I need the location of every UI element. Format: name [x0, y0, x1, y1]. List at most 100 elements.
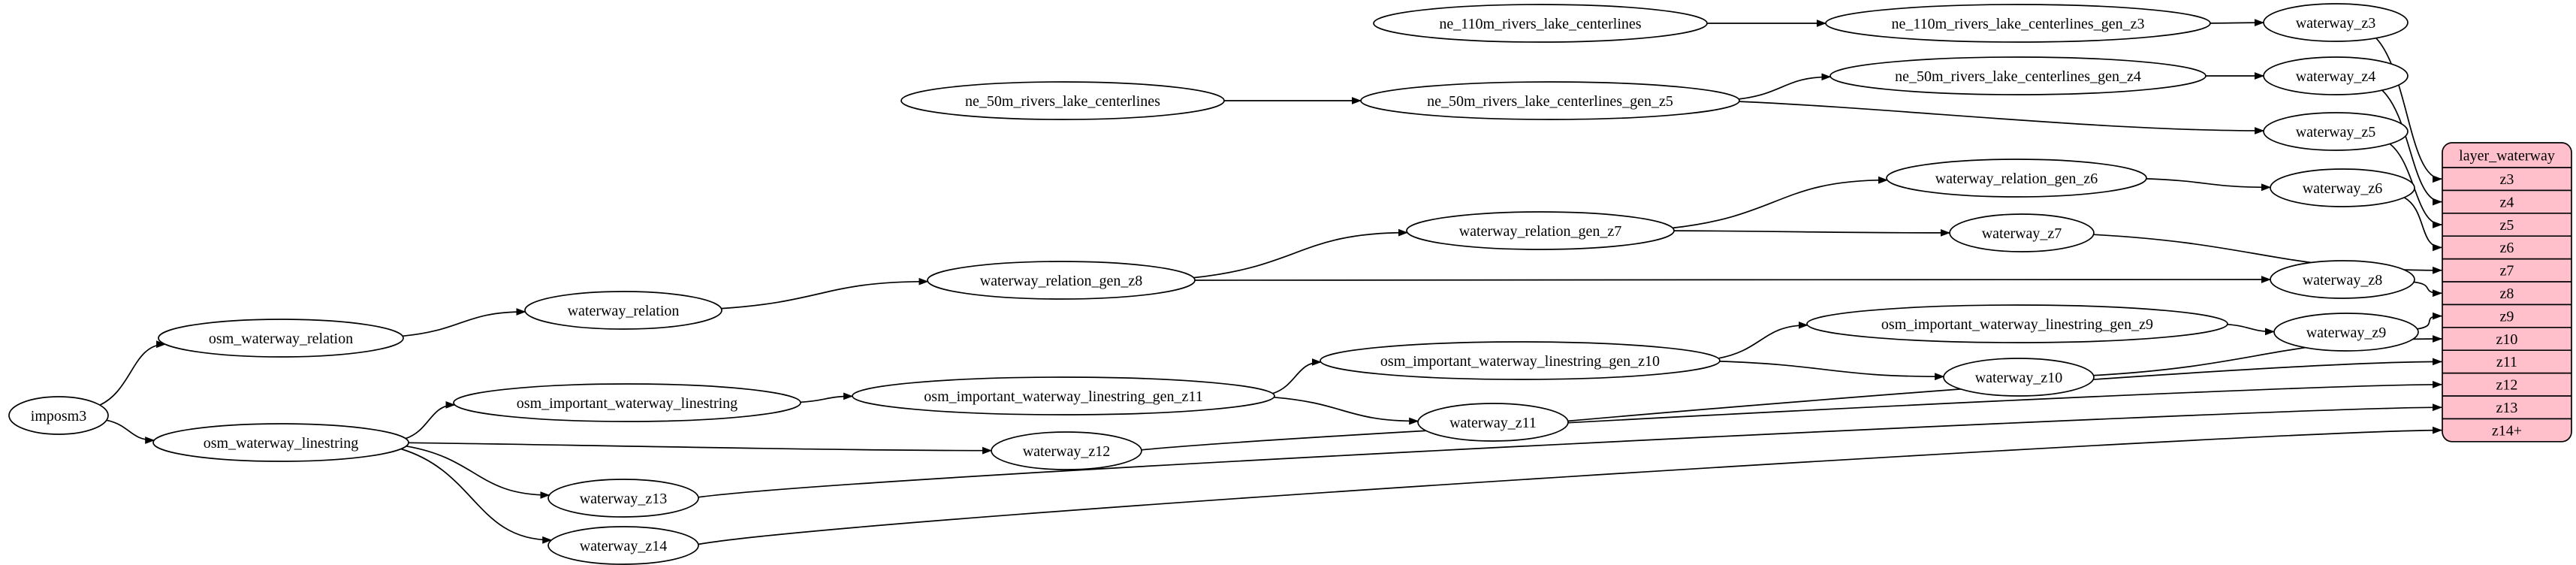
edge-waterway_z4-to-layer_waterway-z4: [2381, 89, 2442, 206]
node-ne_50m_rivers_lake_centerlines_gen_z4: ne_50m_rivers_lake_centerlines_gen_z4: [1829, 56, 2206, 95]
edge-imposm3-to-osm_waterway_linestring: [106, 419, 155, 444]
record-row-z10: z10: [2496, 331, 2518, 348]
node-label-osm_important_waterway_linestring_gen_z10: osm_important_waterway_linestring_gen_z1…: [1380, 353, 1660, 370]
record-row-label-z10: z10: [2496, 331, 2518, 348]
node-label-waterway_relation_gen_z8: waterway_relation_gen_z8: [980, 273, 1143, 289]
node-label-osm_important_waterway_linestring_gen_z11: osm_important_waterway_linestring_gen_z1…: [924, 388, 1202, 405]
record-row-z4: z4: [2500, 194, 2514, 210]
record-row-z3: z3: [2500, 171, 2514, 188]
record-row-label-z6: z6: [2500, 240, 2514, 256]
node-ellipse-ne_110m_rivers_lake_centerlines_gen_z3: [1825, 4, 2211, 43]
node-waterway_relation_gen_z8: waterway_relation_gen_z8: [927, 261, 1196, 300]
node-ellipse-osm_important_waterway_linestring_gen_z10: [1320, 341, 1721, 380]
node-label-ne_50m_rivers_lake_centerlines_gen_z4: ne_50m_rivers_lake_centerlines_gen_z4: [1895, 68, 2141, 85]
edge-osm_important_waterway_linestring_gen_z10-to-osm_important_waterway_linestring_gen_z9: [1718, 321, 1808, 359]
record-outline: [2442, 142, 2572, 443]
node-waterway_z9: waterway_z9: [2273, 313, 2419, 352]
node-label-waterway_relation: waterway_relation: [568, 303, 680, 319]
edge-osm_important_waterway_linestring_gen_z10-to-waterway_z10: [1719, 361, 1945, 381]
node-ellipse-osm_waterway_relation: [158, 319, 404, 358]
node-layer: imposm3 osm_waterway_relation osm_waterway…: [8, 3, 2419, 565]
node-ne_110m_rivers_lake_centerlines_gen_z3: ne_110m_rivers_lake_centerlines_gen_z3: [1825, 4, 2211, 43]
node-label-ne_50m_rivers_lake_centerlines_gen_z5: ne_50m_rivers_lake_centerlines_gen_z5: [1427, 93, 1673, 110]
node-ellipse-waterway_relation_gen_z6: [1886, 159, 2147, 198]
edge-waterway_z6-to-layer_waterway-z6: [2403, 197, 2442, 252]
record-row-label-z13: z13: [2496, 400, 2518, 416]
record-row-label-z3: z3: [2500, 171, 2514, 188]
node-waterway_z12: waterway_z12: [991, 431, 1142, 470]
node-ellipse-ne_110m_rivers_lake_centerlines: [1373, 4, 1708, 43]
node-ne_110m_rivers_lake_centerlines: ne_110m_rivers_lake_centerlines: [1373, 4, 1708, 43]
record-row-z11: z11: [2496, 354, 2517, 370]
node-ellipse-waterway_z8: [2270, 260, 2415, 299]
edge-osm_important_waterway_linestring_gen_z11-to-waterway_z11: [1274, 396, 1419, 425]
node-label-waterway_z14: waterway_z14: [580, 538, 668, 554]
node-osm_waterway_relation: osm_waterway_relation: [158, 319, 404, 358]
node-label-imposm3: imposm3: [31, 408, 86, 425]
edge-waterway_relation_gen_z8-to-waterway_z8: [1194, 276, 2271, 283]
edge-waterway_z9-to-layer_waterway-z9: [2417, 312, 2442, 330]
record-row-label-z5: z5: [2500, 217, 2514, 234]
edge-waterway_z14-to-layer_waterway-z14+: [698, 426, 2442, 545]
edge-waterway_relation_gen_z8-to-waterway_relation_gen_z7: [1193, 228, 1408, 279]
record-row-z6: z6: [2500, 240, 2514, 256]
node-ellipse-osm_important_waterway_linestring_gen_z11: [852, 376, 1275, 415]
node-label-ne_50m_rivers_lake_centerlines: ne_50m_rivers_lake_centerlines: [965, 93, 1160, 110]
node-waterway_z6: waterway_z6: [2270, 168, 2415, 207]
node-label-osm_waterway_relation: osm_waterway_relation: [209, 331, 353, 347]
edge-osm_waterway_relation-to-waterway_relation: [403, 308, 526, 337]
edge-waterway_z5-to-layer_waterway-z5: [2389, 143, 2442, 228]
record-layer-waterway: layer_waterwayz3z4z5z6z7z8z9z10z11z12z13…: [2442, 142, 2572, 443]
record-row-label-z4: z4: [2500, 194, 2514, 210]
edge-waterway_relation_gen_z7-to-waterway_relation_gen_z6: [1673, 176, 1888, 229]
edge-osm_waterway_linestring-to-waterway_z14: [400, 448, 553, 544]
node-label-osm_important_waterway_linestring_gen_z9: osm_important_waterway_linestring_gen_z9: [1881, 316, 2153, 333]
record-row-label-z9: z9: [2500, 308, 2514, 325]
edge-waterway_z13-to-layer_waterway-z13: [698, 403, 2442, 498]
edge-osm_important_waterway_linestring_gen_z9-to-waterway_z9: [2227, 323, 2275, 336]
record-row-label-z14+: z14+: [2492, 422, 2522, 439]
record-row-z5: z5: [2500, 217, 2514, 234]
node-ellipse-waterway_relation: [524, 291, 722, 330]
record-row-z7: z7: [2500, 263, 2514, 279]
node-ellipse-ne_50m_rivers_lake_centerlines_gen_z4: [1829, 56, 2206, 95]
edge-osm_important_waterway_linestring-to-osm_important_waterway_linestring_gen_z11: [800, 392, 853, 403]
node-waterway_z10: waterway_z10: [1943, 358, 2095, 397]
node-waterway_z3: waterway_z3: [2263, 3, 2409, 42]
edge-osm_waterway_linestring-to-osm_important_waterway_linestring: [405, 401, 456, 440]
edge-layer: [99, 19, 2442, 545]
record-row-label-z7: z7: [2500, 263, 2514, 279]
node-osm_important_waterway_linestring_gen_z9: osm_important_waterway_linestring_gen_z9: [1806, 304, 2228, 343]
node-ellipse-waterway_z5: [2263, 112, 2409, 151]
node-osm_waterway_linestring: osm_waterway_linestring: [152, 423, 409, 462]
node-ellipse-waterway_z7: [1949, 213, 2095, 252]
node-ellipse-waterway_z6: [2270, 168, 2415, 207]
node-label-waterway_relation_gen_z7: waterway_relation_gen_z7: [1459, 223, 1622, 240]
edge-waterway_relation_gen_z7-to-waterway_z7: [1673, 228, 1950, 237]
node-ellipse-waterway_z14: [547, 526, 699, 565]
node-ellipse-osm_waterway_linestring: [152, 423, 409, 462]
node-waterway_z11: waterway_z11: [1417, 403, 1569, 442]
node-label-waterway_z11: waterway_z11: [1449, 415, 1537, 431]
node-label-osm_waterway_linestring: osm_waterway_linestring: [204, 435, 359, 452]
node-ellipse-waterway_relation_gen_z8: [927, 261, 1196, 300]
node-label-waterway_z13: waterway_z13: [580, 491, 668, 507]
node-label-waterway_z6: waterway_z6: [2303, 180, 2383, 197]
node-waterway_z13: waterway_z13: [547, 479, 699, 518]
node-waterway_relation_gen_z6: waterway_relation_gen_z6: [1886, 159, 2147, 198]
node-label-waterway_z3: waterway_z3: [2296, 15, 2376, 32]
node-label-osm_important_waterway_linestring: osm_important_waterway_linestring: [517, 395, 738, 412]
record-row-z13: z13: [2496, 400, 2518, 416]
record-row-label-z8: z8: [2500, 286, 2514, 302]
node-imposm3: imposm3: [8, 396, 109, 435]
node-label-waterway_z12: waterway_z12: [1023, 443, 1111, 460]
record-row-z8: z8: [2500, 286, 2514, 302]
node-label-ne_110m_rivers_lake_centerlines: ne_110m_rivers_lake_centerlines: [1439, 16, 1641, 32]
edge-waterway_z3-to-layer_waterway-z3: [2375, 38, 2442, 183]
node-osm_important_waterway_linestring: osm_important_waterway_linestring: [453, 383, 801, 422]
node-waterway_z7: waterway_z7: [1949, 213, 2095, 252]
edge-imposm3-to-osm_waterway_relation: [99, 340, 167, 406]
edge-osm_important_waterway_linestring_gen_z11-to-osm_important_waterway_linestring_gen_z10: [1272, 358, 1322, 394]
